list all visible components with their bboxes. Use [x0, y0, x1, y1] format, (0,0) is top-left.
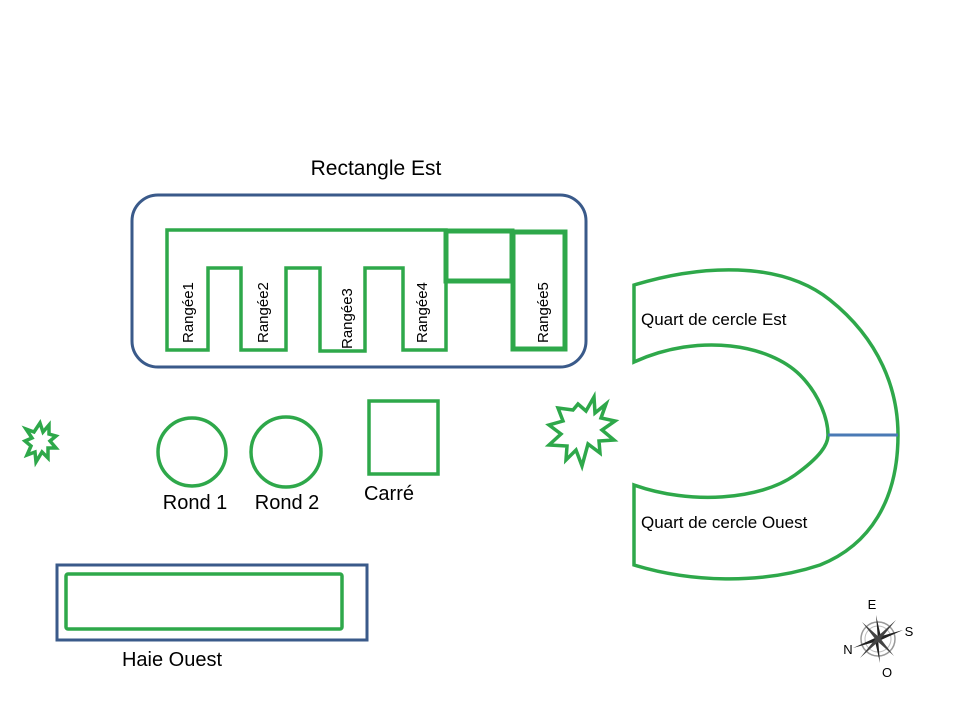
rectangle-est-title: Rectangle Est [311, 157, 442, 180]
rond-1-label: Rond 1 [163, 492, 228, 514]
rond-2-label: Rond 2 [255, 492, 320, 514]
compass-label-left: N [843, 642, 852, 657]
quart-ouest-label: Quart de cercle Ouest [641, 513, 808, 532]
haie-ouest-bed[interactable] [64, 572, 344, 631]
rond-2-bed[interactable] [249, 415, 323, 489]
row-label-2: Rangée2 [255, 282, 272, 343]
starburst-icon-small [21, 419, 60, 468]
row-label-3: Rangée3 [339, 288, 356, 349]
quart-est-label: Quart de cercle Est [641, 310, 787, 329]
row-label-4: Rangée4 [414, 282, 431, 343]
carre-bed[interactable] [367, 399, 440, 476]
quart-de-cercle-bed[interactable] [632, 268, 900, 581]
rectangle-est-enclosure[interactable] [130, 193, 588, 369]
starburst-icon-large [544, 391, 620, 472]
row-label-5: Rangée5 [535, 282, 552, 343]
compass-label-top: E [868, 597, 877, 612]
rond-1-bed[interactable] [156, 416, 228, 488]
row-5-bed[interactable] [510, 229, 568, 352]
small-square-bed[interactable] [443, 228, 515, 284]
row-label-1: Rangée1 [180, 282, 197, 343]
carre-label: Carré [364, 483, 414, 505]
compass-label-bottom: O [882, 665, 892, 680]
compass-label-right: S [905, 624, 914, 639]
haie-ouest-label: Haie Ouest [122, 649, 222, 671]
haie-ouest-enclosure [55, 563, 369, 642]
rows-1-4-bed[interactable] [165, 228, 448, 353]
compass-rose-icon: E S N O [843, 597, 913, 680]
